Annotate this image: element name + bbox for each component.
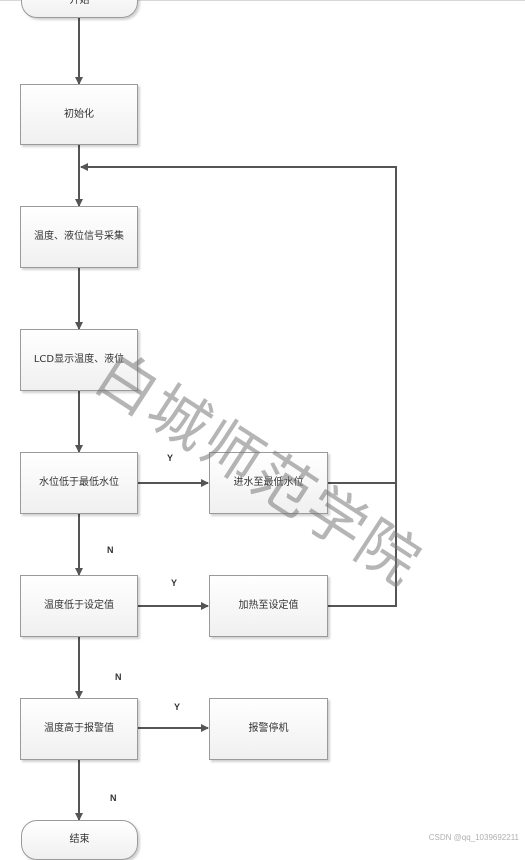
yes-label-water: Y xyxy=(167,453,174,463)
heat-node: 加热至设定值 xyxy=(209,575,328,637)
no-label-water: N xyxy=(107,545,114,555)
check-water-node: 水位低于最低水位 xyxy=(20,452,138,514)
no-label-alarm: N xyxy=(110,793,117,803)
start-node: 开始 xyxy=(21,0,138,18)
check-water-node-label: 水位低于最低水位 xyxy=(39,477,119,488)
end-node: 结束 xyxy=(21,820,138,860)
no-label-temp: N xyxy=(115,672,122,682)
top-border xyxy=(0,0,525,1)
fill-water-node: 进水至最低水位 xyxy=(209,452,328,514)
alarm-stop-node: 报警停机 xyxy=(209,698,328,760)
heat-node-label: 加热至设定值 xyxy=(238,600,299,611)
credit-text: CSDN @qq_1039692211 xyxy=(428,833,519,842)
end-node-label: 结束 xyxy=(69,834,90,845)
lcd-node-label: LCD显示温度、液位 xyxy=(33,354,125,365)
edge-heat-loop xyxy=(80,163,397,607)
yes-label-alarm: Y xyxy=(174,702,181,712)
yes-label-temp: Y xyxy=(171,578,178,588)
check-temp-node: 温度低于设定值 xyxy=(20,575,138,637)
lcd-node: LCD显示温度、液位 xyxy=(20,329,138,391)
start-node-label: 开始 xyxy=(69,0,90,6)
acquire-node: 温度、液位信号采集 xyxy=(20,206,138,268)
check-alarm-node-label: 温度高于报警值 xyxy=(44,723,114,734)
init-node: 初始化 xyxy=(20,84,138,145)
check-temp-node-label: 温度低于设定值 xyxy=(44,600,114,611)
check-alarm-node: 温度高于报警值 xyxy=(20,698,138,760)
fill-water-node-label: 进水至最低水位 xyxy=(233,477,304,488)
acquire-node-label: 温度、液位信号采集 xyxy=(34,231,124,242)
init-node-label: 初始化 xyxy=(64,108,94,120)
alarm-stop-node-label: 报警停机 xyxy=(248,723,289,734)
